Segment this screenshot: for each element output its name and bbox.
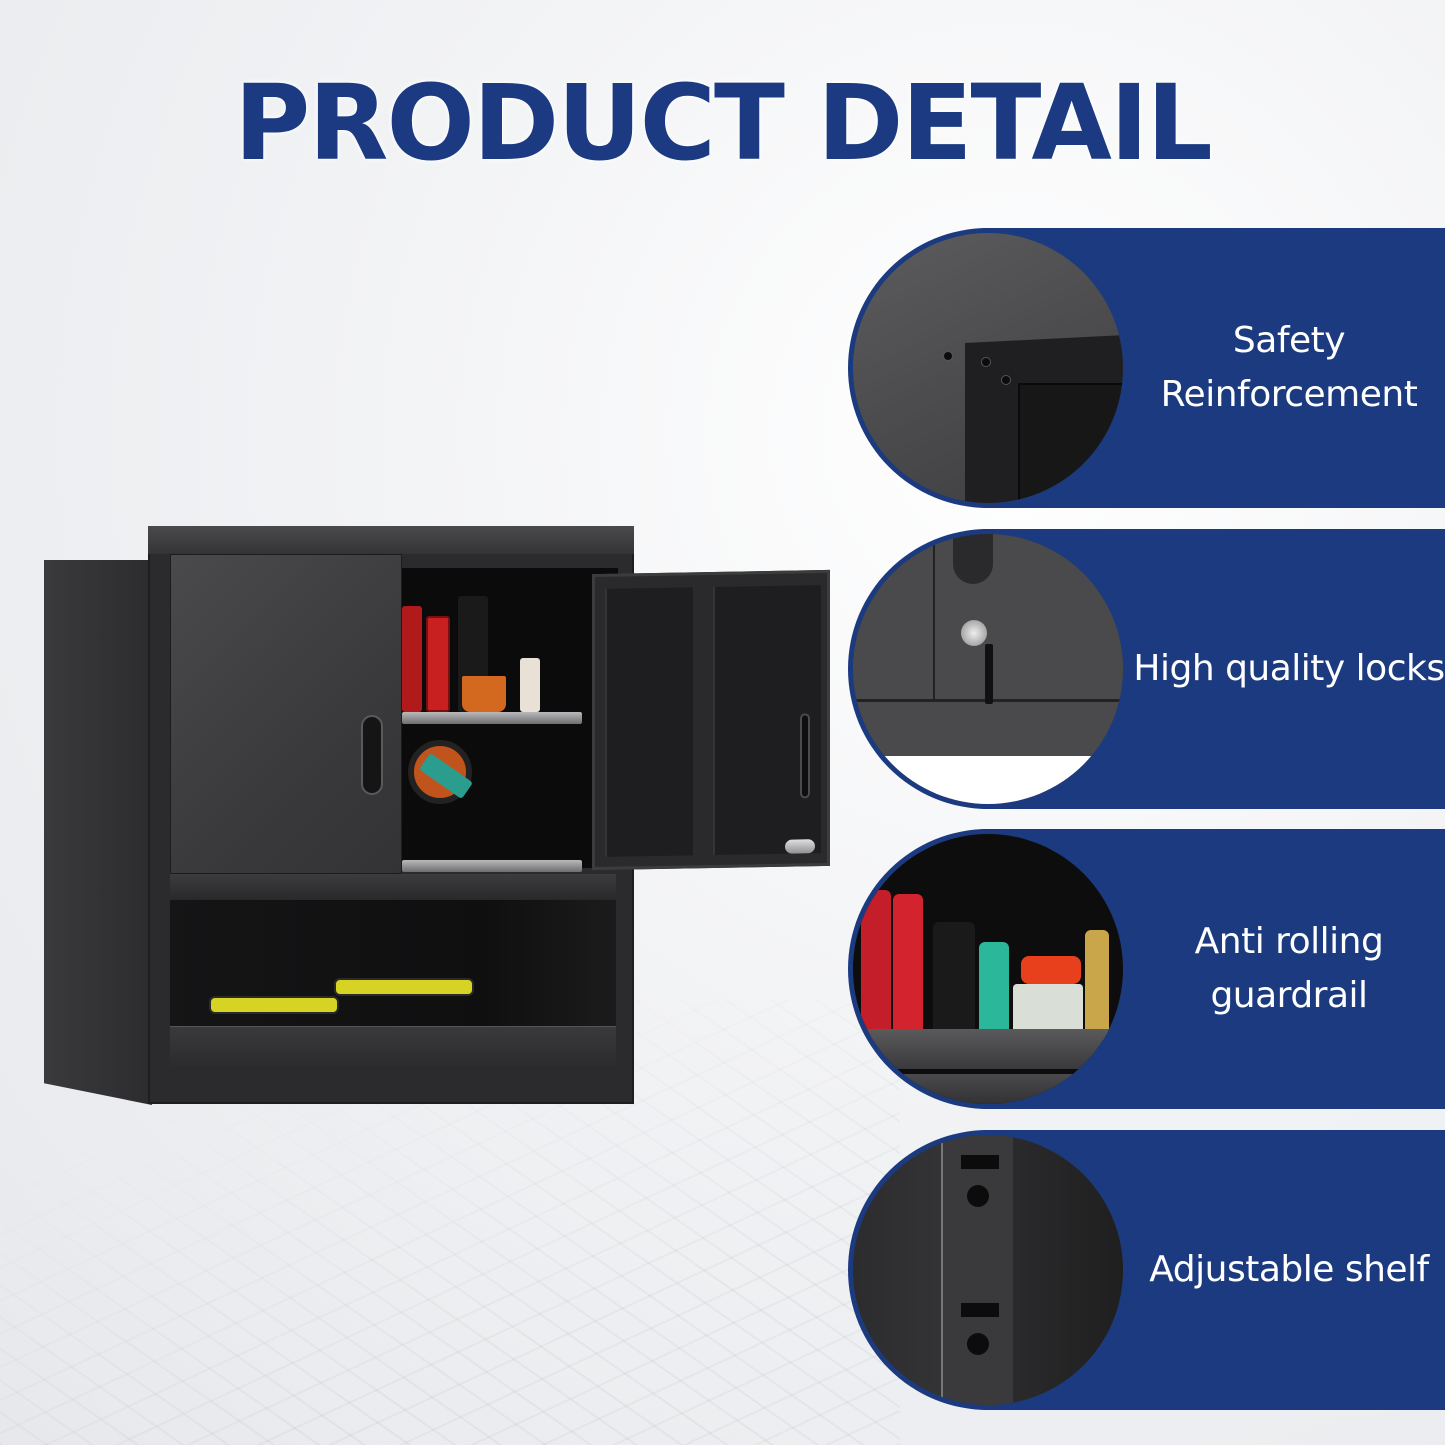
lower-shelf <box>402 860 582 872</box>
feature-image-circle <box>848 829 1128 1109</box>
door-handle-icon <box>361 715 383 795</box>
container-lid <box>1021 956 1081 984</box>
bolt-icon <box>981 357 991 367</box>
feature-label-line1: High quality locks <box>1133 648 1445 689</box>
feature-high-quality-locks: High quality locks <box>848 529 1445 809</box>
tube <box>520 658 540 712</box>
guardrail <box>853 1029 1123 1069</box>
door-handle-icon <box>800 713 810 799</box>
bottle-red-2 <box>426 616 450 712</box>
feature-image-circle <box>848 529 1128 809</box>
shelf-slots-photo <box>853 1135 1123 1405</box>
bottle-red <box>402 606 422 712</box>
feature-label: High quality locks <box>1133 529 1445 809</box>
cabinet-divider <box>170 874 616 900</box>
bottle-black <box>933 922 975 1040</box>
guardrail-bottles-photo <box>853 834 1123 1104</box>
power-drill-1 <box>209 996 339 1014</box>
cabinet-corner-photo <box>853 233 1123 503</box>
open-compartment <box>170 900 616 1048</box>
slot-icon <box>961 1155 999 1169</box>
bottle-teal <box>979 942 1009 1040</box>
hole-icon <box>967 1333 989 1355</box>
cabinet-left-door <box>170 554 402 874</box>
feature-image-circle <box>848 1130 1128 1410</box>
adjustable-shelf <box>402 712 582 724</box>
feature-label-line2: guardrail <box>1210 975 1368 1016</box>
door-panel-left <box>605 587 693 857</box>
key-icon <box>985 644 993 704</box>
lock-key-photo <box>853 534 1123 804</box>
bucket-orange <box>462 676 506 712</box>
lock-icon <box>785 839 815 854</box>
page-title: PRODUCT DETAIL <box>234 62 1213 184</box>
cabinet-top-strip <box>148 526 634 554</box>
bottle-red <box>861 890 891 1040</box>
power-drill-2 <box>334 978 474 996</box>
feature-label-line2: Reinforcement <box>1160 374 1418 415</box>
feature-label-line1: Safety <box>1232 320 1346 361</box>
slot-icon <box>961 1303 999 1317</box>
feature-anti-rolling-guardrail: Anti rolling guardrail <box>848 829 1445 1109</box>
cabinet-right-door-open <box>592 569 830 871</box>
bottle-red <box>893 894 923 1040</box>
feature-adjustable-shelf: Adjustable shelf <box>848 1130 1445 1410</box>
feature-label: Safety Reinforcement <box>1133 228 1445 508</box>
anti-rolling-guardrail <box>170 1026 616 1070</box>
product-image-cabinet <box>44 526 834 1106</box>
feature-label-line1: Adjustable shelf <box>1149 1249 1429 1290</box>
feature-label-line1: Anti rolling <box>1194 921 1384 962</box>
cabinet-side-panel <box>44 560 152 1105</box>
hole-icon <box>967 1185 989 1207</box>
feature-image-circle <box>848 228 1128 508</box>
tube-package <box>1085 930 1109 1040</box>
feature-safety-reinforcement: Safety Reinforcement <box>848 228 1445 508</box>
feature-label: Anti rolling guardrail <box>1133 829 1445 1109</box>
lock-icon <box>961 620 987 646</box>
bolt-icon <box>943 351 953 361</box>
bolt-icon <box>1001 375 1011 385</box>
feature-label: Adjustable shelf <box>1133 1130 1445 1410</box>
